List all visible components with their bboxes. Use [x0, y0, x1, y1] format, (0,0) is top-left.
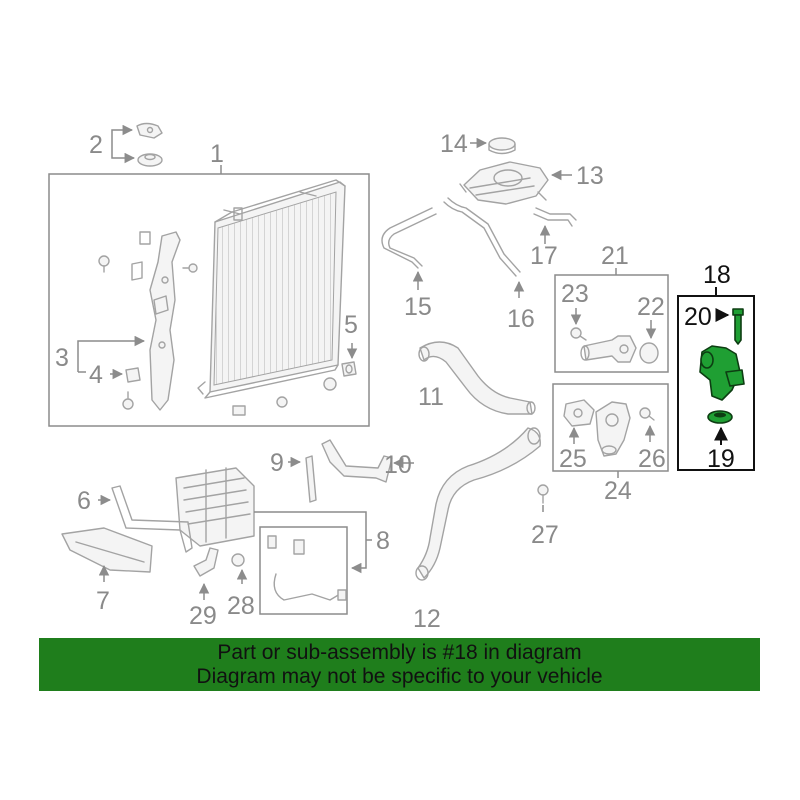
wiring-harness-8 [267, 535, 347, 601]
bolt-icon [182, 263, 198, 273]
clip-icon [232, 405, 246, 416]
drain-plug-icon [341, 361, 357, 377]
callout-21[interactable]: 21 [601, 242, 629, 270]
bolt-icon [276, 396, 288, 408]
callout-8[interactable]: 8 [376, 527, 390, 555]
callout-5[interactable]: 5 [344, 311, 358, 339]
water-outlet-housing-18 [699, 345, 745, 401]
lower-radiator-hose [415, 427, 541, 581]
hose-17 [533, 207, 577, 227]
callout-23[interactable]: 23 [561, 280, 589, 308]
assembly-8-frame [259, 526, 348, 615]
bracket-9 [305, 455, 317, 503]
hose-16 [443, 197, 521, 277]
callout-13[interactable]: 13 [576, 162, 604, 190]
leader-3 [77, 335, 146, 357]
bolt-icon [122, 391, 134, 410]
callout-17[interactable]: 17 [530, 242, 558, 270]
callout-12[interactable]: 12 [413, 605, 441, 633]
air-deflector-6 [111, 485, 193, 553]
thermostat-housing [595, 401, 631, 457]
mount-insulator-lower [137, 153, 163, 167]
callout-7[interactable]: 7 [96, 587, 110, 615]
grommet-icon [323, 377, 337, 391]
lower-air-baffle-7 [61, 527, 153, 573]
callout-4[interactable]: 4 [89, 361, 103, 389]
pressure-cap [488, 137, 516, 155]
radiator-core [197, 179, 346, 399]
support-bracket-10 [321, 439, 393, 483]
callout-25[interactable]: 25 [559, 445, 587, 473]
assembly-24-frame [552, 383, 669, 472]
lower-group: 10 9 6 7 29 [61, 439, 414, 630]
callout-22[interactable]: 22 [637, 293, 665, 321]
bolt-icon [639, 407, 655, 421]
callout-20[interactable]: 20 [684, 303, 712, 331]
bolt-icon [570, 327, 587, 341]
thermostat-group: 24 25 26 27 [531, 383, 669, 549]
leader-2a [111, 124, 134, 144]
radiator-side-bracket [131, 231, 181, 411]
callout-27[interactable]: 27 [531, 521, 559, 549]
seal-19 [707, 410, 733, 424]
mount-insulator-upper [136, 122, 163, 139]
callout-1[interactable]: 1 [210, 140, 224, 168]
bolt-20 [732, 308, 744, 345]
surge-tank-group: 14 13 17 15 16 [381, 130, 604, 333]
callout-28[interactable]: 28 [227, 592, 255, 620]
gasket-icon [563, 399, 595, 427]
assembly-21-frame [554, 274, 669, 373]
clip-28 [231, 553, 245, 567]
water-outlet-pipe [580, 335, 637, 363]
callout-2[interactable]: 2 [89, 131, 103, 159]
hose-15 [381, 207, 437, 269]
coolant-reservoir [459, 161, 549, 205]
callout-6[interactable]: 6 [77, 487, 91, 515]
callout-24[interactable]: 24 [604, 477, 632, 505]
callout-29[interactable]: 29 [189, 602, 217, 630]
callout-14[interactable]: 14 [440, 130, 468, 158]
banner-line-2: Diagram may not be specific to your vehi… [196, 664, 603, 688]
upper-radiator-hose [418, 341, 536, 415]
info-banner: Part or sub-assembly is #18 in diagram D… [39, 638, 760, 691]
radiator-assembly-frame [48, 173, 370, 427]
callout-16[interactable]: 16 [507, 305, 535, 333]
water-outlet-group: 21 23 22 [554, 242, 669, 373]
radiator-shutter [175, 467, 255, 547]
callout-18[interactable]: 18 [703, 261, 731, 289]
callout-10[interactable]: 10 [384, 451, 412, 479]
bolt-icon [537, 484, 549, 504]
radiator-group: 1 [48, 122, 370, 427]
callout-11[interactable]: 11 [418, 383, 444, 411]
callout-15[interactable]: 15 [404, 293, 432, 321]
bushing-icon [125, 367, 141, 383]
highlighted-assembly-18[interactable]: 18 20 19 [677, 261, 755, 473]
bracket-29 [193, 547, 219, 577]
callout-9[interactable]: 9 [270, 449, 284, 477]
seal-icon [639, 342, 659, 364]
callout-19[interactable]: 19 [707, 445, 735, 473]
callout-26[interactable]: 26 [638, 445, 666, 473]
leader-2b [111, 144, 136, 164]
banner-line-1: Part or sub-assembly is #18 in diagram [217, 640, 582, 664]
callout-3[interactable]: 3 [55, 344, 69, 372]
bolt-icon [98, 255, 110, 273]
